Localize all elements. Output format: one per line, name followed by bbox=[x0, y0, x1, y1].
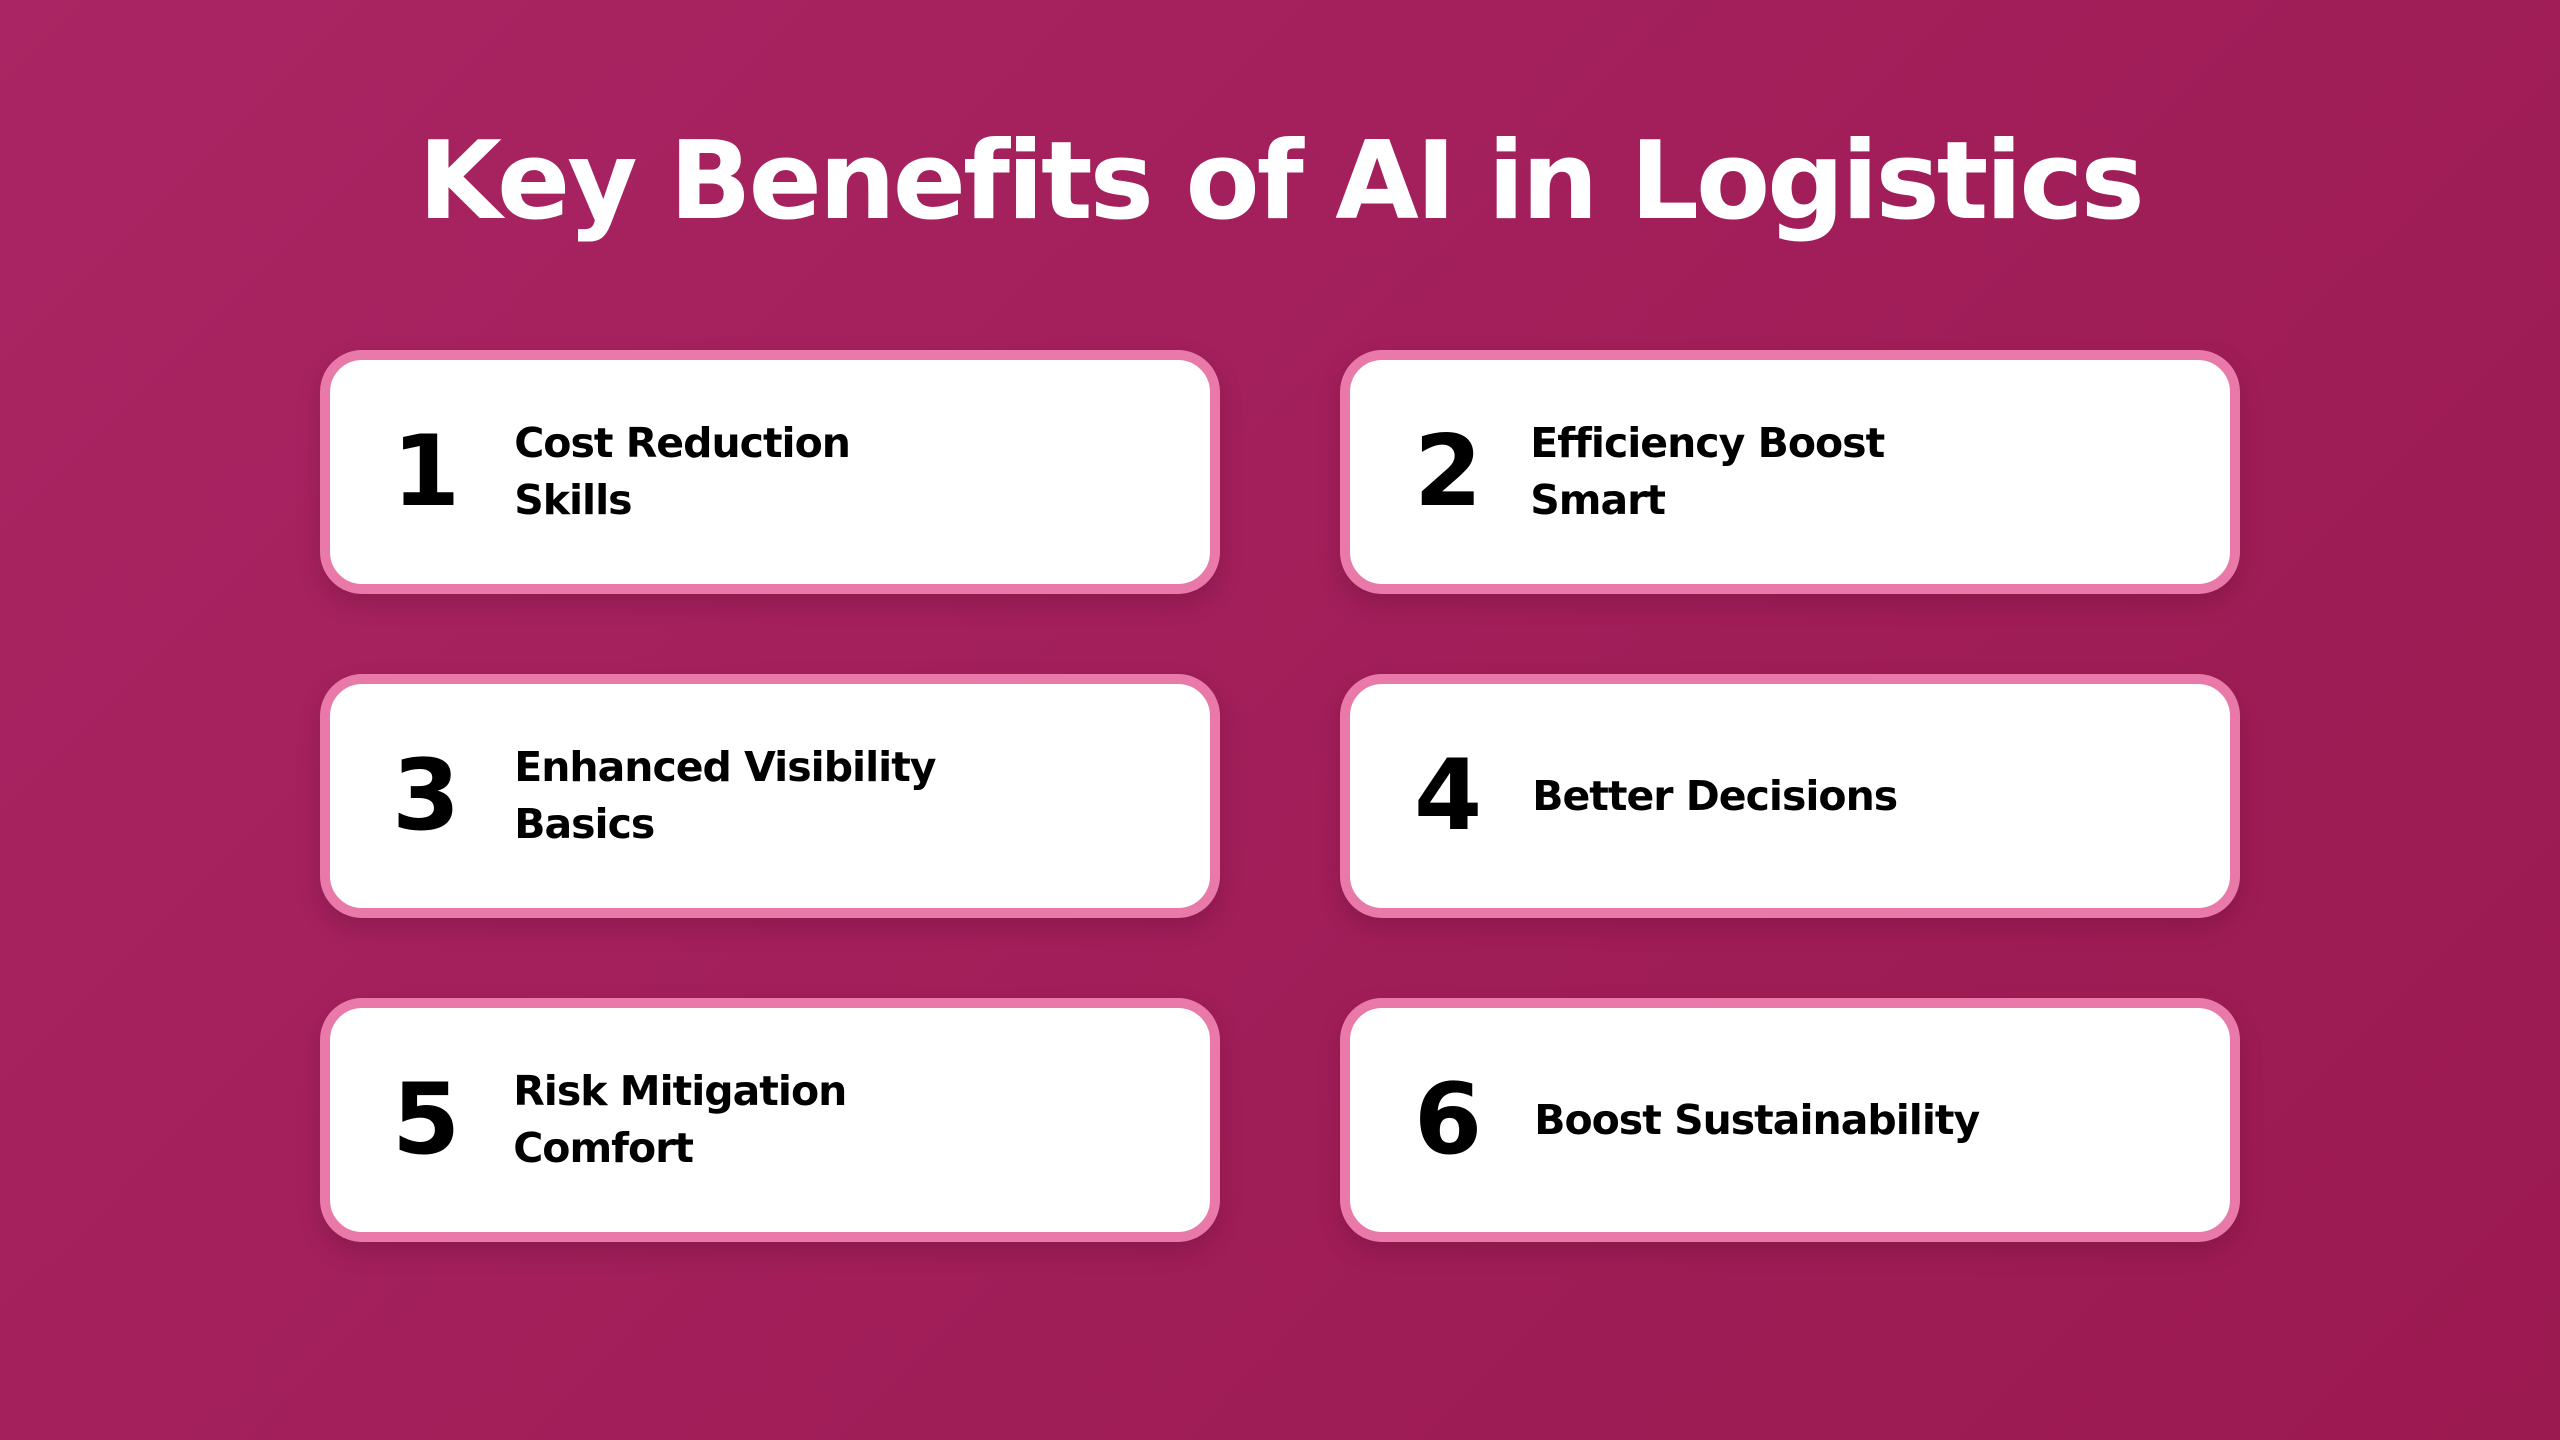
benefit-number: 4 bbox=[1414, 739, 1482, 853]
benefit-number: 3 bbox=[392, 739, 460, 853]
benefit-label-line1: Enhanced Visibility bbox=[514, 743, 936, 791]
page-title: Key Benefits of AI in Logistics bbox=[418, 119, 2145, 244]
benefit-card-2: 2 Efficiency Boost Smart bbox=[1340, 350, 2240, 594]
benefit-label-line1: Cost Reduction bbox=[514, 419, 851, 467]
benefit-number: 2 bbox=[1414, 415, 1482, 529]
benefit-label: Risk Mitigation Comfort bbox=[513, 1063, 847, 1177]
benefit-label-line1: Efficiency Boost bbox=[1530, 419, 1885, 467]
benefit-label-line2: Comfort bbox=[513, 1124, 694, 1172]
benefit-label-line2: Skills bbox=[514, 476, 632, 524]
benefit-label: Better Decisions bbox=[1532, 768, 1898, 825]
benefit-label: Enhanced Visibility Basics bbox=[514, 739, 936, 853]
benefit-card-1: 1 Cost Reduction Skills bbox=[320, 350, 1220, 594]
benefit-number: 1 bbox=[392, 415, 460, 529]
benefit-label-line2: Smart bbox=[1530, 476, 1666, 524]
benefit-label: Boost Sustainability bbox=[1534, 1092, 1980, 1149]
benefit-card-5: 5 Risk Mitigation Comfort bbox=[320, 998, 1220, 1242]
benefit-label: Cost Reduction Skills bbox=[514, 415, 851, 529]
benefit-label: Efficiency Boost Smart bbox=[1530, 415, 1885, 529]
benefit-card-4: 4 Better Decisions bbox=[1340, 674, 2240, 918]
benefit-card-6: 6 Boost Sustainability bbox=[1340, 998, 2240, 1242]
benefit-number: 5 bbox=[392, 1063, 460, 1177]
benefit-label-line1: Better Decisions bbox=[1532, 771, 1898, 820]
benefit-label-line1: Boost Sustainability bbox=[1534, 1095, 1980, 1144]
benefit-number: 6 bbox=[1414, 1063, 1482, 1177]
benefit-card-3: 3 Enhanced Visibility Basics bbox=[320, 674, 1220, 918]
benefit-label-line2: Basics bbox=[514, 800, 655, 848]
benefit-label-line1: Risk Mitigation bbox=[513, 1067, 847, 1115]
